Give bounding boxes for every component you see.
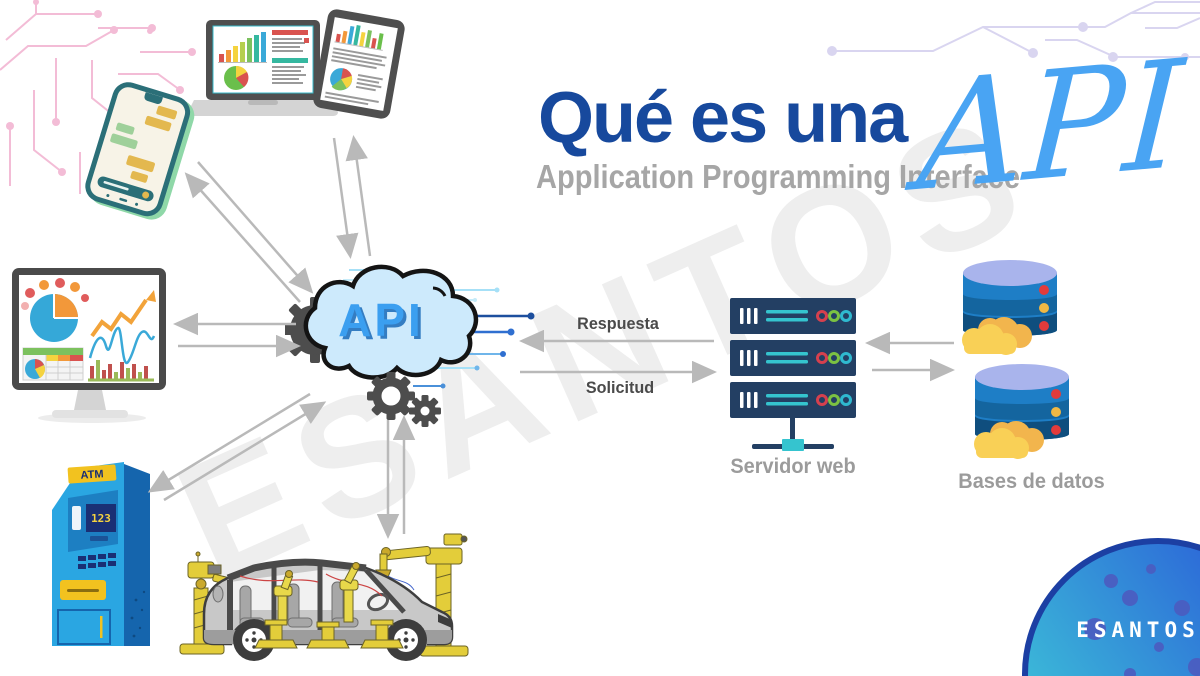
database-caption: Bases de datos [958, 470, 1105, 493]
brand-name: ESANTOS [1076, 618, 1200, 642]
api-script-overlay: API [913, 27, 1187, 225]
car-assembly-icon [170, 518, 470, 668]
circuit-decoration-top-right-icon [815, 0, 1200, 80]
api-label: API [338, 294, 424, 346]
gear-small-icon [409, 395, 441, 427]
response-label: Respuesta [577, 314, 659, 333]
brand-logo: ESANTOS [1022, 538, 1200, 676]
smartphone-chat-icon [71, 74, 209, 231]
database-icon [952, 256, 1110, 468]
page-subtitle: Application Programming Interface [536, 158, 1021, 195]
tablet-report-icon [310, 6, 409, 123]
api-cloud-hub: API API [285, 248, 540, 433]
laptop-dashboard-icon [188, 20, 338, 120]
atm-icon: ATM 123 [38, 450, 158, 650]
server-caption: Servidor web [730, 455, 856, 478]
request-label: Solicitud [585, 378, 655, 397]
web-server-icon [728, 298, 858, 456]
gear-outline-icon [367, 372, 415, 420]
api-label-shadow: API [341, 297, 427, 349]
monitor-analytics-icon [8, 266, 170, 428]
atm-screen-text: 123 [91, 512, 111, 525]
atm-sign-label: ATM [80, 468, 104, 482]
page-title: Qué es una [538, 78, 908, 158]
